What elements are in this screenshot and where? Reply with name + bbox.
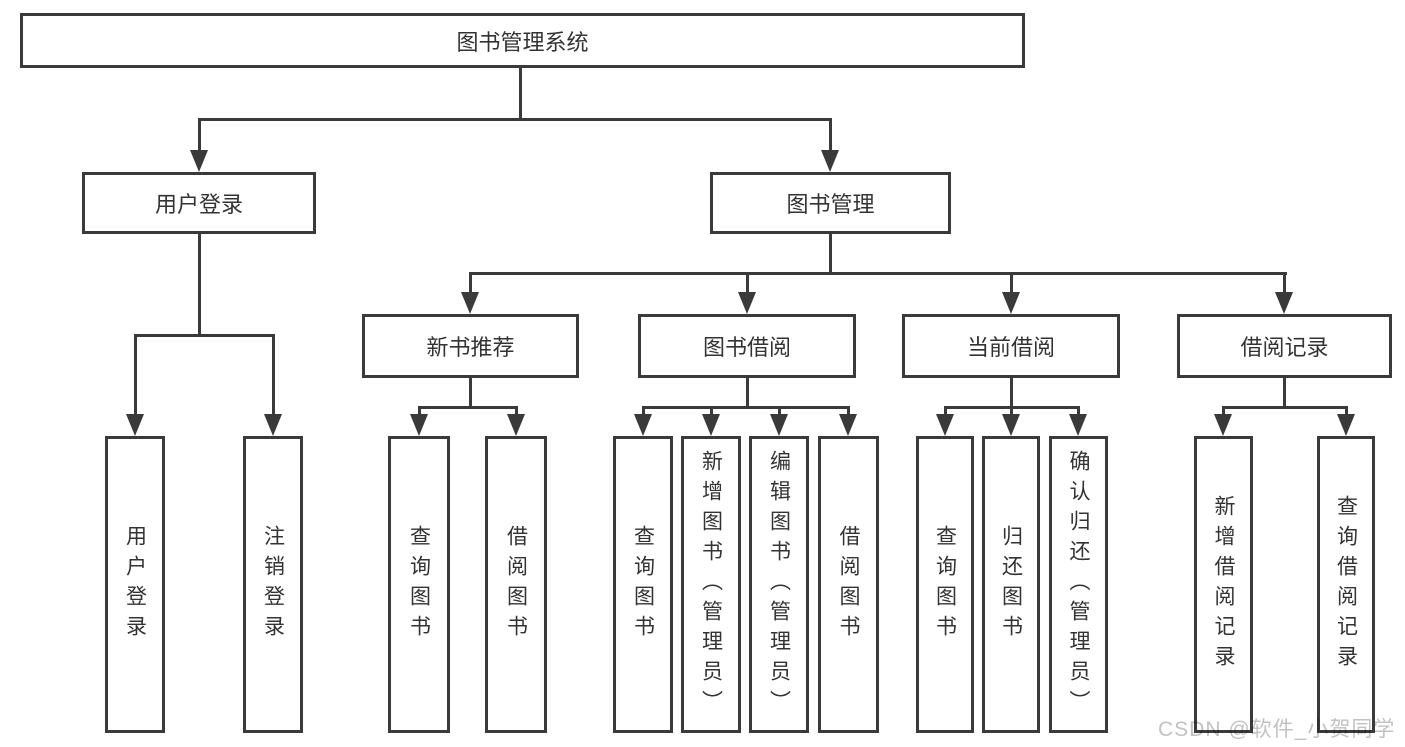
connector-line (198, 118, 201, 152)
node-label: 查询图书 (631, 524, 655, 645)
connector-line (1222, 406, 1348, 409)
arrow-down-icon (839, 414, 857, 436)
node-label: 查询借阅记录 (1334, 494, 1358, 675)
connector-line (1222, 406, 1225, 416)
arrow-down-icon (1002, 414, 1020, 436)
connector-line (778, 406, 781, 416)
connector-line (746, 272, 749, 294)
node-label: 用户登录 (123, 524, 147, 645)
leaf-query-books-current: 查询图书 (916, 436, 974, 733)
connector-line (1010, 406, 1013, 416)
connector-line (944, 406, 947, 416)
connector-line (710, 406, 713, 416)
arrow-down-icon (1337, 414, 1355, 436)
node-user-login: 用户登录 (82, 172, 316, 234)
arrow-down-icon (702, 414, 720, 436)
node-book-borrowing: 图书借阅 (638, 314, 856, 378)
node-label: 用户登录 (154, 192, 243, 217)
node-label: 图书管理系统 (456, 29, 589, 55)
node-book-management: 图书管理 (710, 172, 951, 234)
arrow-down-icon (738, 292, 756, 314)
connector-line (746, 378, 749, 409)
connector-line (1345, 406, 1348, 416)
leaf-borrow-books-recommend: 借阅图书 (485, 436, 547, 733)
connector-line (1283, 272, 1286, 294)
node-new-book-recommend: 新书推荐 (362, 314, 579, 378)
connector-line (847, 406, 850, 416)
connector-line (134, 334, 137, 416)
node-label: 新增借阅记录 (1212, 494, 1235, 675)
node-label: 编辑图书（管理员） (767, 449, 791, 720)
connector-line (642, 406, 645, 416)
connector-line (829, 118, 832, 152)
arrow-down-icon (634, 414, 652, 436)
leaf-return-books: 归还图书 (982, 436, 1040, 733)
node-label: 当前借阅 (966, 335, 1055, 360)
arrow-down-icon (1275, 292, 1293, 314)
connector-line (418, 406, 518, 409)
connector-line (519, 68, 522, 120)
connector-line (1077, 406, 1080, 416)
leaf-query-books-recommend: 查询图书 (388, 436, 450, 733)
leaf-confirm-return-admin: 确认归还（管理员） (1049, 436, 1108, 733)
node-library-system: 图书管理系统 (20, 13, 1025, 68)
node-label: 查询图书 (407, 524, 431, 645)
connector-line (515, 406, 518, 416)
leaf-add-borrow-record: 新增借阅记录 (1194, 436, 1253, 733)
node-label: 确认归还（管理员） (1067, 449, 1090, 720)
node-borrowing-records: 借阅记录 (1177, 314, 1392, 378)
connector-line (1283, 378, 1286, 409)
connector-line (198, 234, 201, 337)
connector-line (642, 406, 850, 409)
leaf-logout: 注销登录 (243, 436, 303, 733)
arrow-down-icon (461, 292, 479, 314)
node-label: 新书推荐 (426, 335, 515, 360)
leaf-edit-books-admin: 编辑图书（管理员） (749, 436, 809, 733)
csdn-watermark: CSDN @软件_小贺同学 (1158, 718, 1396, 741)
arrow-down-icon (126, 414, 144, 436)
connector-line (272, 334, 275, 416)
leaf-add-books-admin: 新增图书（管理员） (681, 436, 741, 733)
arrow-down-icon (507, 414, 525, 436)
leaf-user-login: 用户登录 (105, 436, 165, 733)
node-label: 归还图书 (999, 524, 1023, 645)
leaf-borrow-books-borrowing: 借阅图书 (818, 436, 879, 733)
connector-line (469, 272, 472, 294)
node-label: 图书借阅 (702, 335, 791, 360)
connector-line (198, 118, 832, 121)
arrow-down-icon (1214, 414, 1232, 436)
arrow-down-icon (821, 150, 839, 172)
connector-line (1010, 378, 1013, 409)
connector-line (469, 378, 472, 409)
node-label: 新增图书（管理员） (699, 449, 723, 720)
node-label: 查询图书 (933, 524, 957, 645)
node-label: 注销登录 (261, 524, 285, 645)
arrow-down-icon (936, 414, 954, 436)
connector-line (1010, 272, 1013, 294)
arrow-down-icon (410, 414, 428, 436)
arrow-down-icon (264, 414, 282, 436)
leaf-query-books-borrowing: 查询图书 (613, 436, 673, 733)
node-label: 借阅图书 (837, 524, 860, 645)
node-label: 借阅记录 (1240, 335, 1329, 360)
arrow-down-icon (1069, 414, 1087, 436)
node-current-borrowing: 当前借阅 (902, 314, 1120, 378)
leaf-query-borrow-record: 查询借阅记录 (1317, 436, 1375, 733)
arrow-down-icon (770, 414, 788, 436)
connector-line (469, 272, 1287, 275)
node-label: 图书管理 (786, 192, 875, 217)
connector-line (418, 406, 421, 416)
arrow-down-icon (190, 150, 208, 172)
node-label: 借阅图书 (504, 524, 528, 645)
connector-line (134, 334, 275, 337)
connector-line (829, 234, 832, 275)
arrow-down-icon (1002, 292, 1020, 314)
